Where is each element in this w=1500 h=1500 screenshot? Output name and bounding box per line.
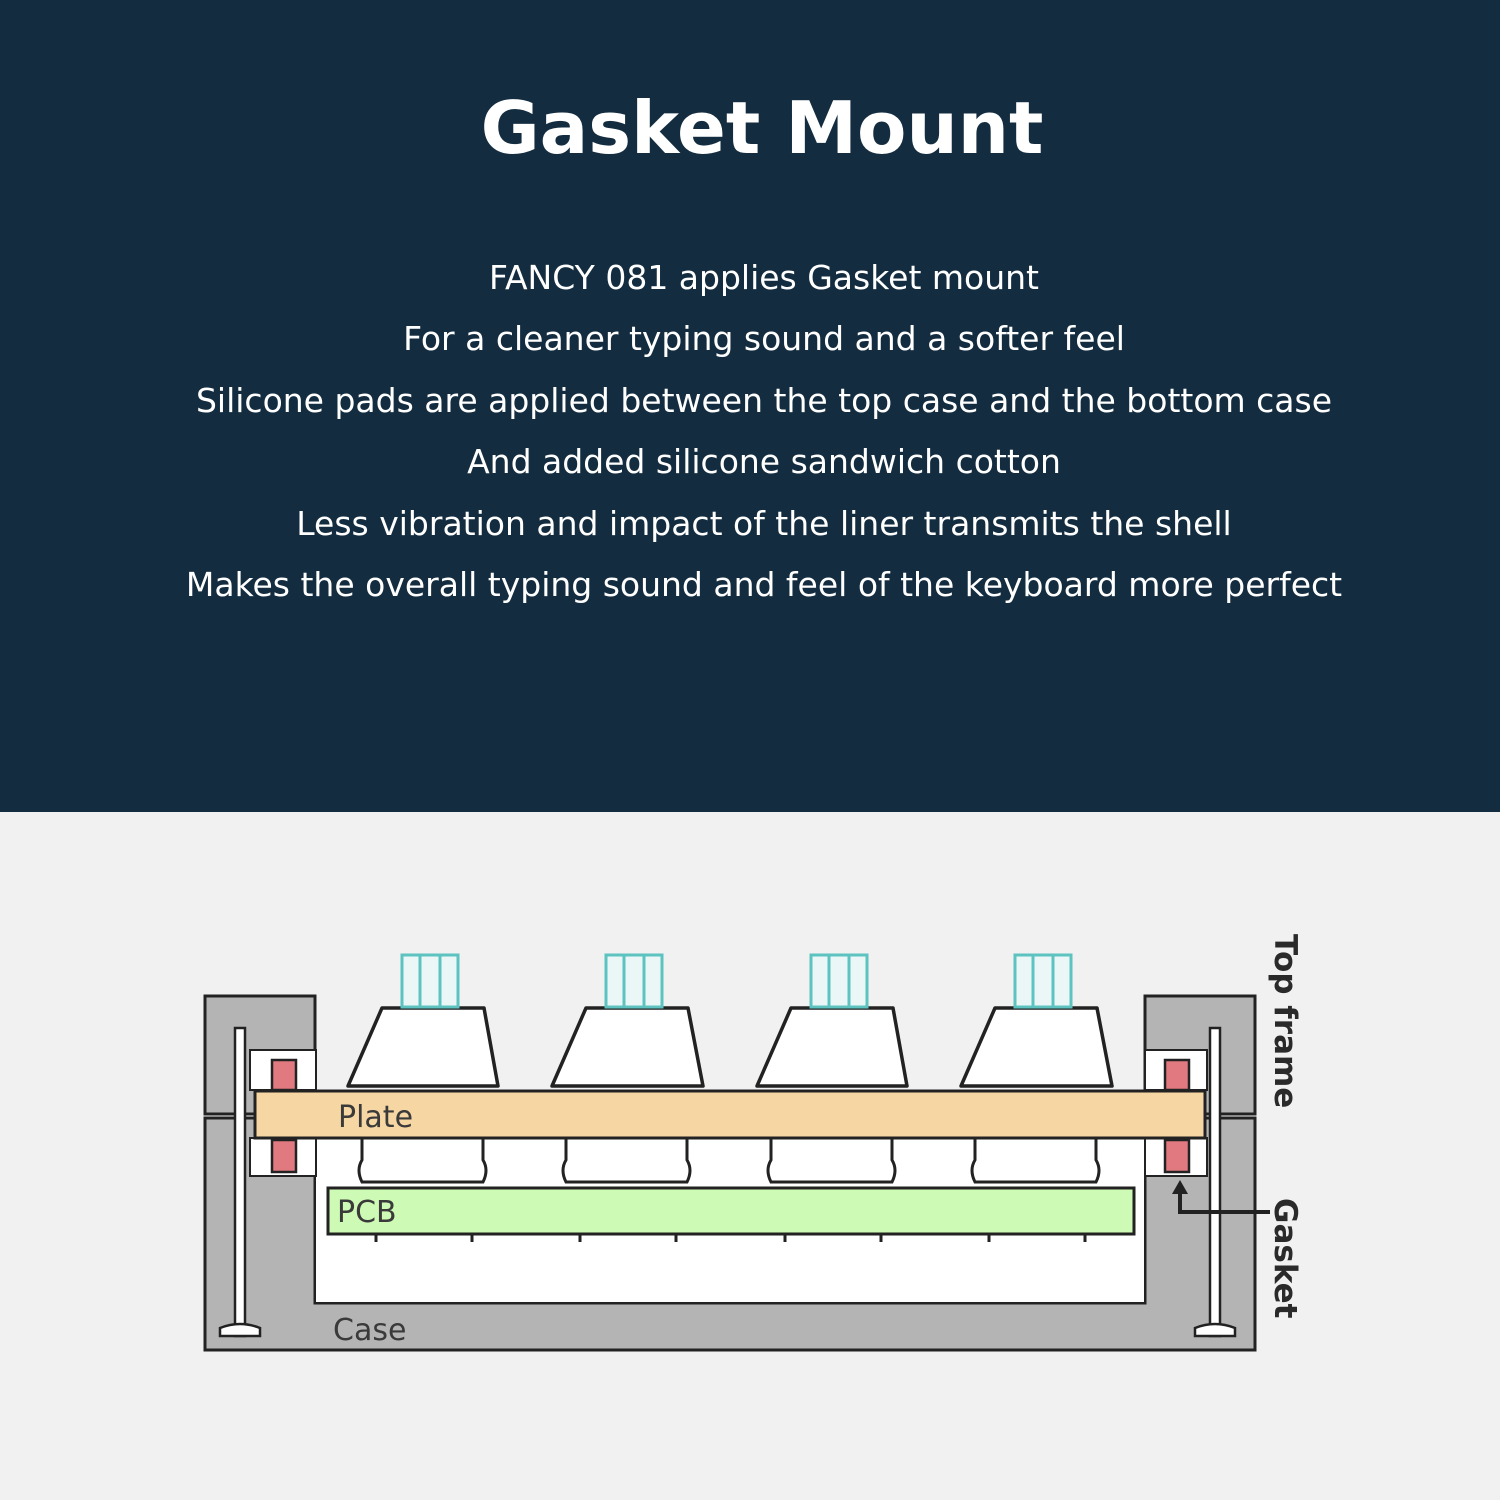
gasket-arrow-head bbox=[1172, 1180, 1188, 1194]
screw-right bbox=[1208, 1026, 1222, 1338]
description-line-6: Makes the overall typing sound and feel … bbox=[185, 565, 1343, 605]
page-title: Gasket Mount bbox=[480, 86, 1044, 170]
gasket-label: Gasket bbox=[1267, 1198, 1303, 1319]
switch-bottoms bbox=[357, 1138, 1101, 1184]
switch-tops bbox=[346, 1006, 1114, 1088]
description-line-1: FANCY 081 applies Gasket mount bbox=[489, 258, 1039, 297]
description-line-5: Less vibration and impact of the liner t… bbox=[296, 503, 1232, 543]
header-panel: Gasket Mount FANCY 081 applies Gasket mo… bbox=[0, 0, 1500, 812]
pcb-board bbox=[326, 1186, 1136, 1236]
case-label: Case bbox=[333, 1313, 406, 1348]
top-frame-label: Top frame bbox=[1267, 934, 1303, 1108]
gasket-top-left bbox=[270, 1058, 298, 1092]
gasket-arrow bbox=[1178, 1188, 1270, 1214]
plate bbox=[253, 1089, 1207, 1140]
screw-head-left bbox=[218, 1322, 262, 1338]
switch-stems bbox=[400, 953, 1073, 1009]
plate-label: Plate bbox=[338, 1100, 413, 1135]
gasket-bottom-left bbox=[270, 1138, 298, 1174]
pcb-label: PCB bbox=[337, 1195, 397, 1230]
description-line-4: And added silicone sandwich cotton bbox=[467, 442, 1061, 482]
diagram-panel: Plate PCB Case Top frame Gasket bbox=[0, 812, 1500, 1500]
gasket-mount-diagram: Plate PCB Case Top frame Gasket bbox=[203, 934, 1303, 1352]
gasket-bottom-right bbox=[1163, 1138, 1191, 1174]
description-line-2: For a cleaner typing sound and a softer … bbox=[403, 319, 1125, 359]
description: FANCY 081 applies Gasket mount For a cle… bbox=[0, 247, 1500, 615]
gasket-top-right bbox=[1163, 1058, 1191, 1092]
description-line-3: Silicone pads are applied between the to… bbox=[195, 380, 1333, 420]
screw-head-right bbox=[1193, 1322, 1237, 1338]
pcb-pins bbox=[374, 1234, 1087, 1242]
screw-left bbox=[233, 1026, 247, 1338]
